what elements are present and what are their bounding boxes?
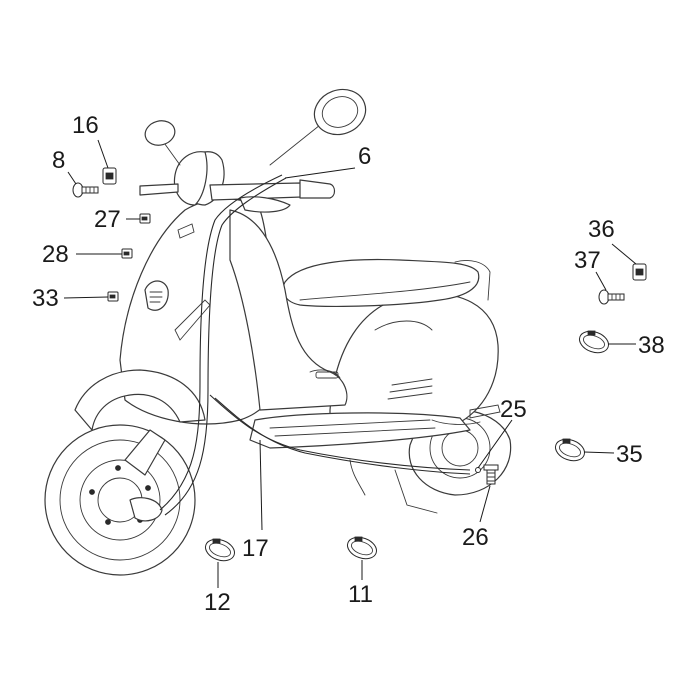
callout-25: 25 [500,396,527,423]
washer-part-25 [475,467,481,473]
nut-part-28 [121,248,133,259]
callout-16: 16 [72,112,99,139]
detached-parts [72,167,647,562]
hose-clamp-part-12 [204,538,236,562]
clip-nut-part-36 [632,263,647,281]
callout-36: 36 [588,216,615,243]
screw-part-37 [598,289,625,305]
screw-part-8 [72,182,99,198]
scooter-illustration [44,88,512,576]
callout-11: 11 [348,581,373,608]
callout-37: 37 [574,247,601,274]
clip-nut-part-16 [102,167,117,185]
callout-38: 38 [638,332,665,359]
callout-17: 17 [242,535,269,562]
callout-12: 12 [204,589,231,616]
bolt-part-26 [483,464,499,485]
callout-8: 8 [52,147,65,174]
callout-26: 26 [462,524,489,551]
nut-part-33 [107,291,119,302]
hose-clamp-part-11 [346,536,378,560]
hose-clamp-part-35 [554,438,586,462]
leader-lines [63,139,637,588]
hose-clamp-part-38 [578,330,610,354]
callout-27: 27 [94,206,121,233]
nut-part-27 [139,213,151,224]
callout-labels: 16 8 6 27 28 33 36 37 38 25 35 17 26 12 … [32,112,665,616]
callout-33: 33 [32,285,59,312]
callout-35: 35 [616,441,643,468]
callout-28: 28 [42,241,69,268]
callout-6: 6 [358,143,371,170]
